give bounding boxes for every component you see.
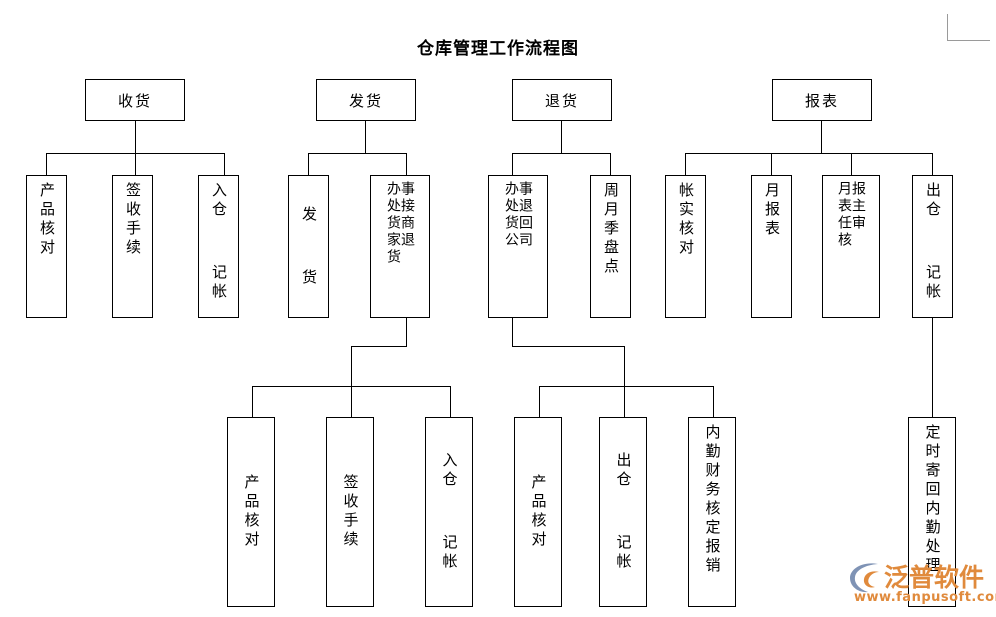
connector-n3-drop-2: [610, 153, 611, 175]
node-label: 发货: [348, 91, 383, 110]
node-label: 退货: [544, 91, 579, 110]
node-report-supervisor-review[interactable]: 月表任核 报主审: [822, 175, 880, 318]
connector-n9-drop-3: [450, 386, 451, 417]
swoosh-circle-logo-icon: [850, 563, 879, 593]
connector-n2-stem: [365, 121, 366, 153]
node-product-check-merchant-return[interactable]: 产品核对: [227, 417, 275, 607]
connector-n1-drop-3: [224, 153, 225, 175]
connector-n3-bar: [512, 153, 611, 154]
page-corner-mark-icon: [947, 14, 990, 41]
connector-n9-drop-2: [351, 386, 352, 417]
node-product-check-receive[interactable]: 产品核对: [26, 175, 67, 318]
connector-n4-drop-1: [685, 153, 686, 175]
node-label-col-left: 办处货公: [503, 181, 519, 249]
connector-n4-drop-2: [771, 153, 772, 175]
node-label: 入仓 记帐: [210, 182, 228, 302]
connector-n4-bar: [685, 153, 932, 154]
connector-n9-drop-1: [252, 386, 253, 417]
node-receive-goods[interactable]: 收货: [85, 79, 185, 121]
connector-n10-drop-1: [539, 386, 540, 417]
watermark-url: www.fanpusoft.com: [854, 590, 996, 605]
node-monthly-report[interactable]: 月报表: [751, 175, 792, 318]
connector-n1-drop-1: [46, 153, 47, 175]
node-label: 定时寄回内勤处理: [923, 424, 942, 576]
node-outbound-bookkeeping-report[interactable]: 出仓 记帐: [912, 175, 953, 318]
connector-n10-bar: [539, 386, 714, 387]
connector-n2-drop-2: [406, 153, 407, 175]
connector-n1-drop-2: [135, 153, 136, 175]
node-scheduled-send-back-internal[interactable]: 定时寄回内勤处理: [908, 417, 956, 607]
connector-n3-drop-1: [512, 153, 513, 175]
node-signoff-procedure-merchant-return[interactable]: 签收手续: [326, 417, 374, 607]
connector-n4-drop-4: [932, 153, 933, 175]
connector-n10-drop-3: [713, 386, 714, 417]
node-weekly-monthly-quarterly-stocktake[interactable]: 周月季盘点: [590, 175, 631, 318]
node-label: 收货: [117, 91, 152, 110]
node-label: 产品核对: [529, 474, 548, 550]
node-label-col-right: 事退回司: [517, 181, 533, 249]
node-handle-merchant-return[interactable]: 办处货家货 事接商退: [370, 175, 430, 318]
node-label: 签收手续: [341, 474, 360, 550]
node-label: 出仓 记帐: [614, 452, 633, 572]
node-label-col-right: 事接商退: [399, 181, 415, 249]
node-signoff-procedure-receive[interactable]: 签收手续: [112, 175, 153, 318]
node-return-goods[interactable]: 退货: [512, 79, 612, 121]
watermark: 泛普软件 www.fanpusoft.com: [848, 556, 996, 614]
connector-n2-drop-1: [308, 153, 309, 175]
node-label-col-left: 办处货家货: [385, 181, 401, 266]
node-label-col-right: 报主审: [850, 181, 866, 232]
connector-n9-down: [351, 346, 352, 386]
connector-n10-jog: [512, 346, 625, 347]
node-outbound-bookkeeping-company-return[interactable]: 出仓 记帐: [599, 417, 647, 607]
node-ship-out[interactable]: 发 货: [288, 175, 329, 318]
connector-n4-stem: [821, 121, 822, 153]
node-handle-return-to-company[interactable]: 办处货公 事退回司: [488, 175, 548, 318]
node-label: 发 货: [300, 205, 318, 288]
node-product-check-company-return[interactable]: 产品核对: [514, 417, 562, 607]
node-label: 签收手续: [124, 182, 142, 258]
node-label: 入仓 记帐: [440, 452, 459, 572]
node-label: 出仓 记帐: [924, 182, 942, 302]
node-internal-finance-reimbursement[interactable]: 内勤财务核定报销: [688, 417, 736, 607]
connector-n1-stem: [135, 121, 136, 153]
node-label: 内勤财务核定报销: [703, 424, 722, 576]
node-label: 产品核对: [38, 182, 56, 258]
connector-n3-stem: [561, 121, 562, 153]
connector-n15-to-n22: [932, 316, 933, 417]
connector-n10-drop-2: [624, 386, 625, 417]
node-label: 报表: [804, 91, 839, 110]
node-inbound-bookkeeping-merchant-return[interactable]: 入仓 记帐: [425, 417, 473, 607]
connector-n10-down: [624, 346, 625, 386]
connector-n9-stem: [406, 316, 407, 346]
node-label-col-left: 月表任核: [836, 181, 852, 249]
node-label: 帐实核对: [677, 182, 695, 258]
connector-n4-drop-3: [851, 153, 852, 175]
node-ship-goods[interactable]: 发货: [316, 79, 416, 121]
connector-n10-stem: [512, 316, 513, 346]
connector-n2-bar: [308, 153, 407, 154]
node-label: 周月季盘点: [602, 182, 620, 277]
watermark-brand: 泛普软件: [884, 563, 985, 592]
connector-n9-jog: [351, 346, 407, 347]
node-account-stock-reconcile[interactable]: 帐实核对: [665, 175, 706, 318]
page-title: 仓库管理工作流程图: [417, 39, 579, 59]
node-label: 产品核对: [242, 474, 261, 550]
node-label: 月报表: [763, 182, 781, 239]
node-inbound-bookkeeping-receive[interactable]: 入仓 记帐: [198, 175, 239, 318]
node-reports[interactable]: 报表: [772, 79, 872, 121]
